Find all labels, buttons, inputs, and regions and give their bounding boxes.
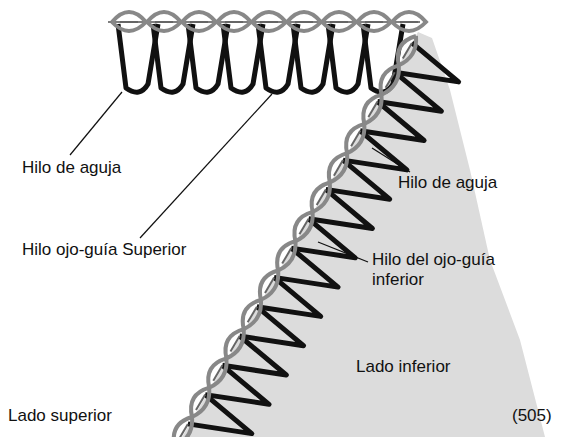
needle-thread-core: [196, 395, 205, 411]
needle-thread-core: [317, 189, 326, 205]
needle-thread-core: [179, 424, 188, 437]
needle-thread: [182, 12, 216, 31]
needle-thread: [252, 12, 286, 31]
side-label: Lado inferior: [356, 357, 451, 377]
needle-thread-core: [265, 277, 274, 293]
needle-thread: [329, 153, 347, 182]
needle-thread-core: [155, 21, 173, 23]
needle-thread: [225, 329, 243, 358]
needle-thread: [277, 241, 295, 270]
needle-thread: [357, 12, 391, 31]
needle-thread: [287, 12, 321, 31]
needle-thread-core: [403, 43, 412, 59]
needle-thread: [346, 124, 364, 153]
needle-thread-core: [386, 72, 395, 88]
needle-thread-core: [225, 21, 243, 23]
needle-thread: [208, 358, 226, 387]
needle-thread: [112, 12, 146, 31]
needle-thread: [392, 12, 426, 31]
needle-thread-core: [351, 131, 360, 147]
fabric-edge: [108, 21, 420, 23]
needle-thread: [322, 12, 356, 31]
thread-label: Hilo de aguja: [22, 158, 121, 178]
needle-thread-core: [330, 21, 348, 23]
needle-thread: [217, 12, 251, 31]
needle-thread-core: [368, 102, 377, 118]
needle-thread-core: [365, 21, 383, 23]
needle-thread-core: [248, 307, 257, 323]
needle-thread-core: [299, 219, 308, 235]
thread-label: Hilo de aguja: [398, 173, 497, 193]
side-label: Lado superior: [8, 406, 112, 426]
needle-thread-core: [295, 21, 313, 23]
needle-thread: [147, 12, 181, 31]
needle-thread-core: [260, 21, 278, 23]
needle-thread-core: [334, 160, 343, 176]
stitch-number: (505): [512, 406, 552, 426]
needle-thread: [191, 388, 209, 417]
needle-thread: [260, 271, 278, 300]
needle-thread: [312, 183, 330, 212]
needle-thread-core: [400, 21, 418, 23]
stitch-rows: [112, 12, 459, 437]
needle-thread-core: [282, 248, 291, 264]
needle-thread: [363, 95, 381, 124]
thread-label: Hilo ojo-guía Superior: [22, 240, 186, 260]
needle-thread: [381, 65, 399, 94]
needle-thread-core: [120, 21, 138, 23]
needle-thread: [243, 300, 261, 329]
thread-label: Hilo del ojo-guía inferior: [372, 250, 522, 290]
needle-thread-core: [213, 365, 222, 381]
needle-thread-core: [190, 21, 208, 23]
needle-thread-core: [231, 336, 240, 352]
needle-thread: [294, 212, 312, 241]
needle-thread: [398, 36, 416, 65]
needle-thread: [174, 417, 192, 437]
